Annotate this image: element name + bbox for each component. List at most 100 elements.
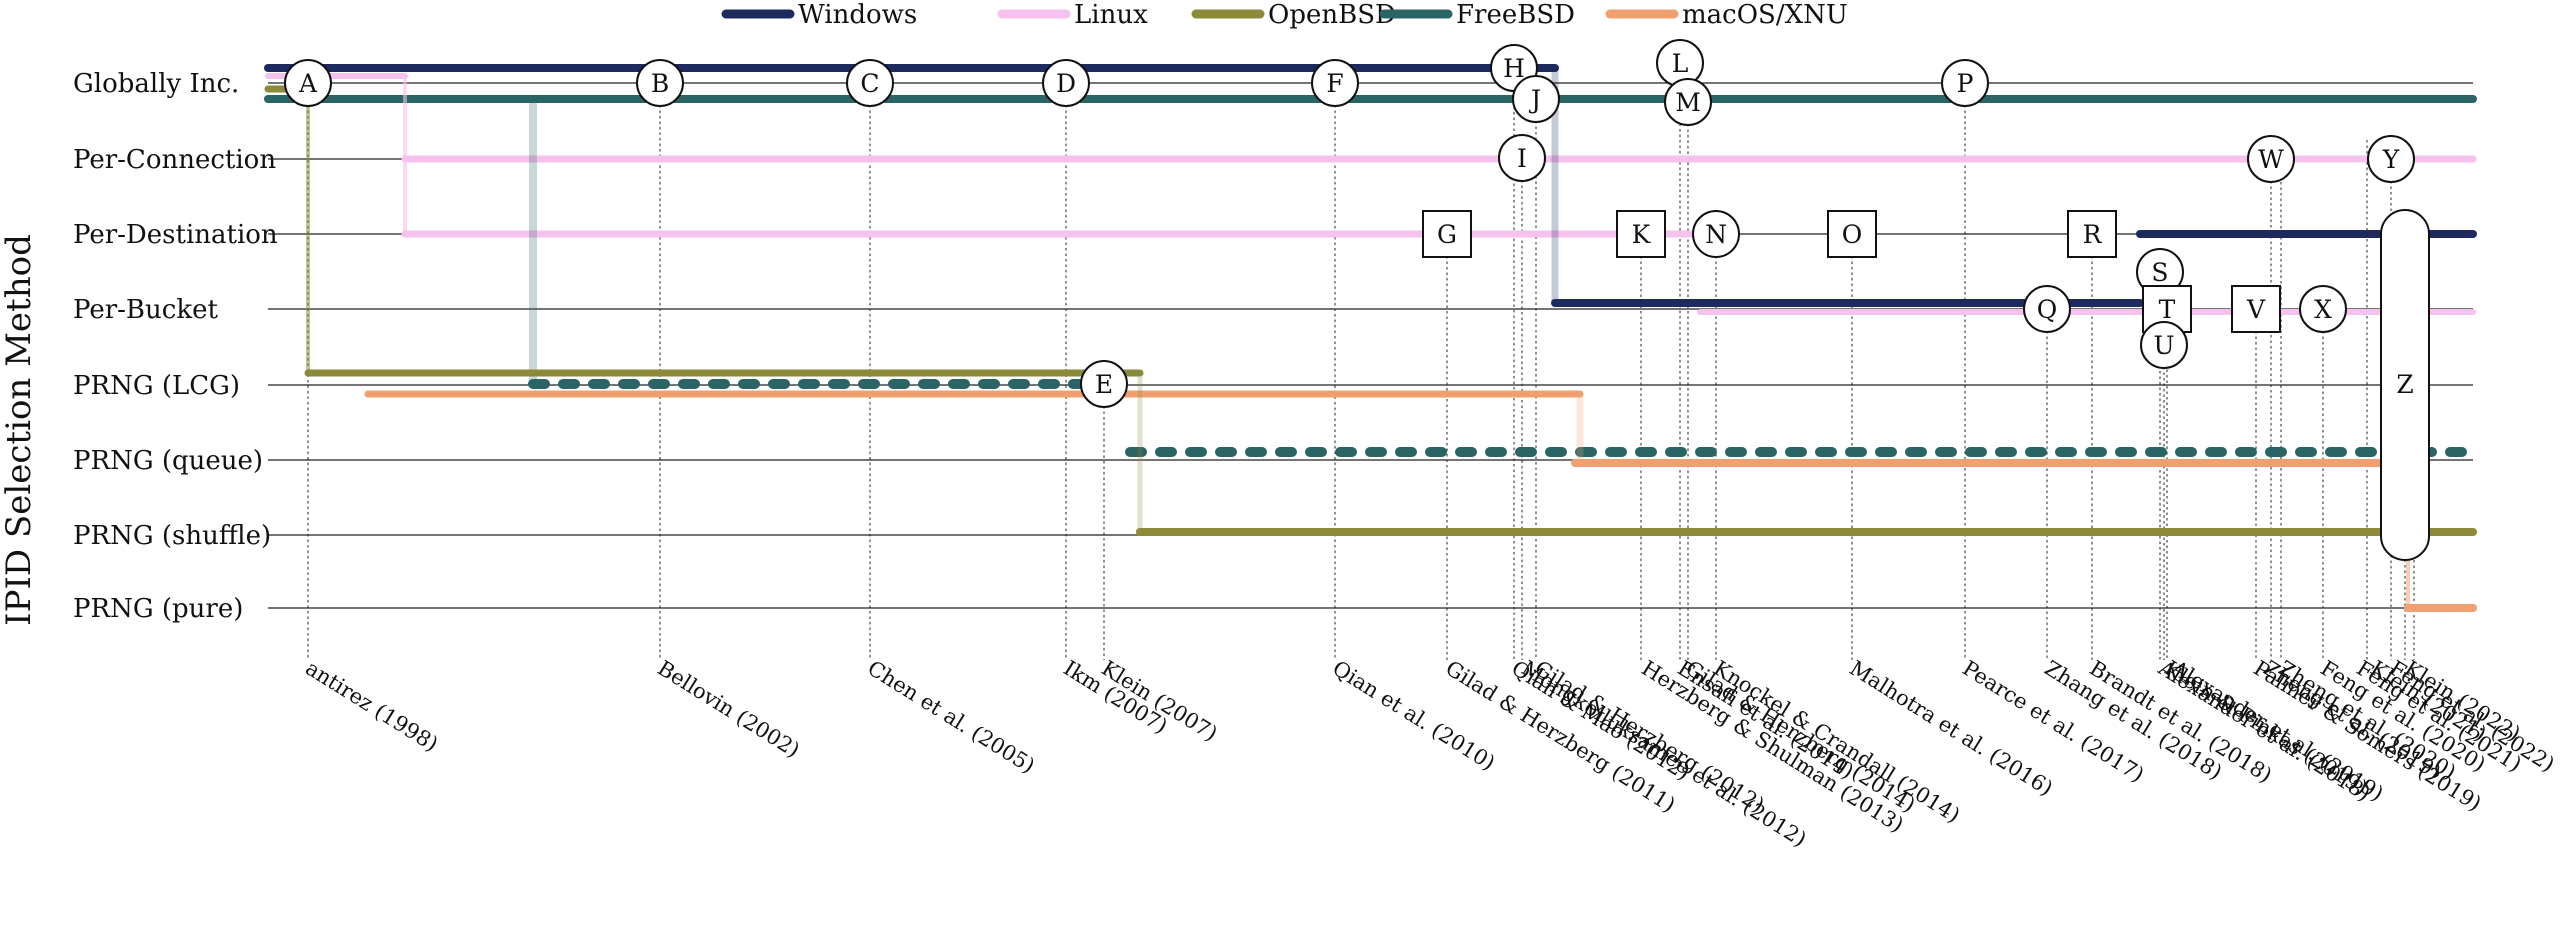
- legend-item-freebsd: FreeBSD: [1379, 0, 1575, 30]
- node-letter: P: [1957, 69, 1974, 98]
- node-g: G: [1422, 210, 1472, 258]
- node-shape: [2023, 285, 2071, 333]
- node-l: L: [1656, 39, 1704, 87]
- node-letter: D: [1056, 69, 1076, 98]
- node-v: V: [2231, 285, 2281, 333]
- node-r: R: [2067, 210, 2117, 258]
- node-letter: O: [1842, 220, 1863, 249]
- node-c: C: [846, 59, 894, 107]
- node-k: K: [1616, 210, 1666, 258]
- paper-labels: antirez (1998) Bellovin (2002) Chen et al.…: [301, 655, 2558, 851]
- node-letter: I: [1517, 144, 1527, 173]
- node-letter: W: [2258, 145, 2284, 174]
- node-shape: [2067, 210, 2117, 258]
- legend: Windows Linux OpenBSD FreeBSD macOS/XNU: [721, 0, 1848, 30]
- lane-label-per-connection: Per-Connection: [73, 145, 276, 175]
- lane-label-globally-inc: Globally Inc.: [73, 69, 239, 99]
- node-shape: [2231, 285, 2281, 333]
- legend-label: Windows: [798, 0, 917, 30]
- paper-label-chen-et-al-2005: Chen et al. (2005): [863, 656, 1039, 778]
- node-shape: [1692, 210, 1740, 258]
- node-letter: Z: [2396, 370, 2413, 399]
- node-letter: L: [1672, 49, 1689, 78]
- node-shape: [636, 59, 684, 107]
- axis-title: IPID Selection Method: [0, 234, 39, 626]
- node-letter: C: [860, 69, 879, 98]
- lane-label-prng-lcg: PRNG (LCG): [73, 371, 240, 401]
- node-shape: [2247, 135, 2295, 183]
- node-e: E: [1080, 360, 1128, 408]
- node-f: F: [1311, 59, 1359, 107]
- legend-item-openbsd: OpenBSD: [1191, 0, 1396, 30]
- lane-label-per-bucket: Per-Bucket: [73, 295, 218, 325]
- node-o: O: [1827, 210, 1877, 258]
- node-letter: A: [298, 69, 318, 98]
- lane-label-prng-pure: PRNG (pure): [73, 594, 243, 624]
- lane-label-prng-shuffle: PRNG (shuffle): [73, 521, 271, 551]
- node-letter: E: [1095, 370, 1113, 399]
- node-b: B: [636, 59, 684, 107]
- node-letter: F: [1326, 69, 1343, 98]
- node-letter: S: [2151, 258, 2168, 287]
- node-letter: U: [2153, 331, 2174, 360]
- node-letter: V: [2246, 295, 2266, 324]
- node-letter: Q: [2037, 295, 2058, 324]
- node-shape: [1827, 210, 1877, 258]
- lane-label-prng-queue: PRNG (queue): [73, 446, 263, 476]
- paper-label-antirez-1998: antirez (1998): [301, 656, 442, 757]
- node-shape: [1311, 59, 1359, 107]
- node-letter: G: [1437, 220, 1457, 249]
- node-letter: J: [1528, 85, 1541, 114]
- node-letter: H: [1503, 54, 1525, 83]
- node-letter: X: [2314, 295, 2332, 324]
- node-letter: K: [1632, 220, 1652, 249]
- node-shape: [2140, 321, 2188, 369]
- node-i: I: [1498, 134, 1546, 182]
- node-j: J: [1512, 75, 1560, 123]
- node-shape: [846, 59, 894, 107]
- node-shape: [1664, 78, 1712, 126]
- node-t: T: [2142, 285, 2192, 333]
- node-letter: R: [2083, 220, 2103, 249]
- node-a: A: [284, 59, 332, 107]
- node-shape: [2299, 285, 2347, 333]
- node-shape: [1512, 75, 1560, 123]
- node-letter: B: [651, 69, 669, 98]
- paper-label-bellovin-2002: Bellovin (2002): [653, 656, 804, 762]
- node-x: X: [2299, 285, 2347, 333]
- node-shape: [1080, 360, 1128, 408]
- node-shape: [1616, 210, 1666, 258]
- paper-nodes: A B C D E F G H I J K LM N O P Q R STU V W X Y Z: [284, 39, 2430, 561]
- node-u: U: [2140, 321, 2188, 369]
- legend-label: FreeBSD: [1456, 0, 1575, 30]
- lane-label-per-destination: Per-Destination: [73, 220, 278, 250]
- node-z: Z: [2380, 209, 2430, 561]
- legend-item-windows: Windows: [721, 0, 917, 30]
- node-q: Q: [2023, 285, 2071, 333]
- node-shape: [1042, 59, 1090, 107]
- legend-label: Linux: [1074, 0, 1148, 30]
- legend-item-linux: Linux: [997, 0, 1148, 30]
- node-n: N: [1692, 210, 1740, 258]
- node-p: P: [1941, 59, 1989, 107]
- node-shape: [284, 59, 332, 107]
- node-letter: T: [2159, 295, 2176, 324]
- node-y: Y: [2367, 135, 2415, 183]
- node-letter: M: [1675, 88, 1701, 117]
- legend-label: OpenBSD: [1268, 0, 1396, 30]
- node-shape: [2367, 135, 2415, 183]
- node-shape: [1498, 134, 1546, 182]
- node-shape: [1422, 210, 1472, 258]
- axis-labels: IPID Selection Method Globally Inc. Per-C…: [0, 69, 278, 626]
- node-shape: [2142, 285, 2192, 333]
- node-d: D: [1042, 59, 1090, 107]
- node-shape: [2380, 209, 2430, 561]
- legend-item-macos-xnu: macOS/XNU: [1605, 0, 1848, 30]
- node-shape: [1941, 59, 1989, 107]
- node-letter: N: [1705, 220, 1727, 249]
- node-w: W: [2247, 135, 2295, 183]
- node-m: M: [1664, 78, 1712, 126]
- legend-label: macOS/XNU: [1682, 0, 1848, 30]
- node-letter: Y: [2382, 145, 2400, 174]
